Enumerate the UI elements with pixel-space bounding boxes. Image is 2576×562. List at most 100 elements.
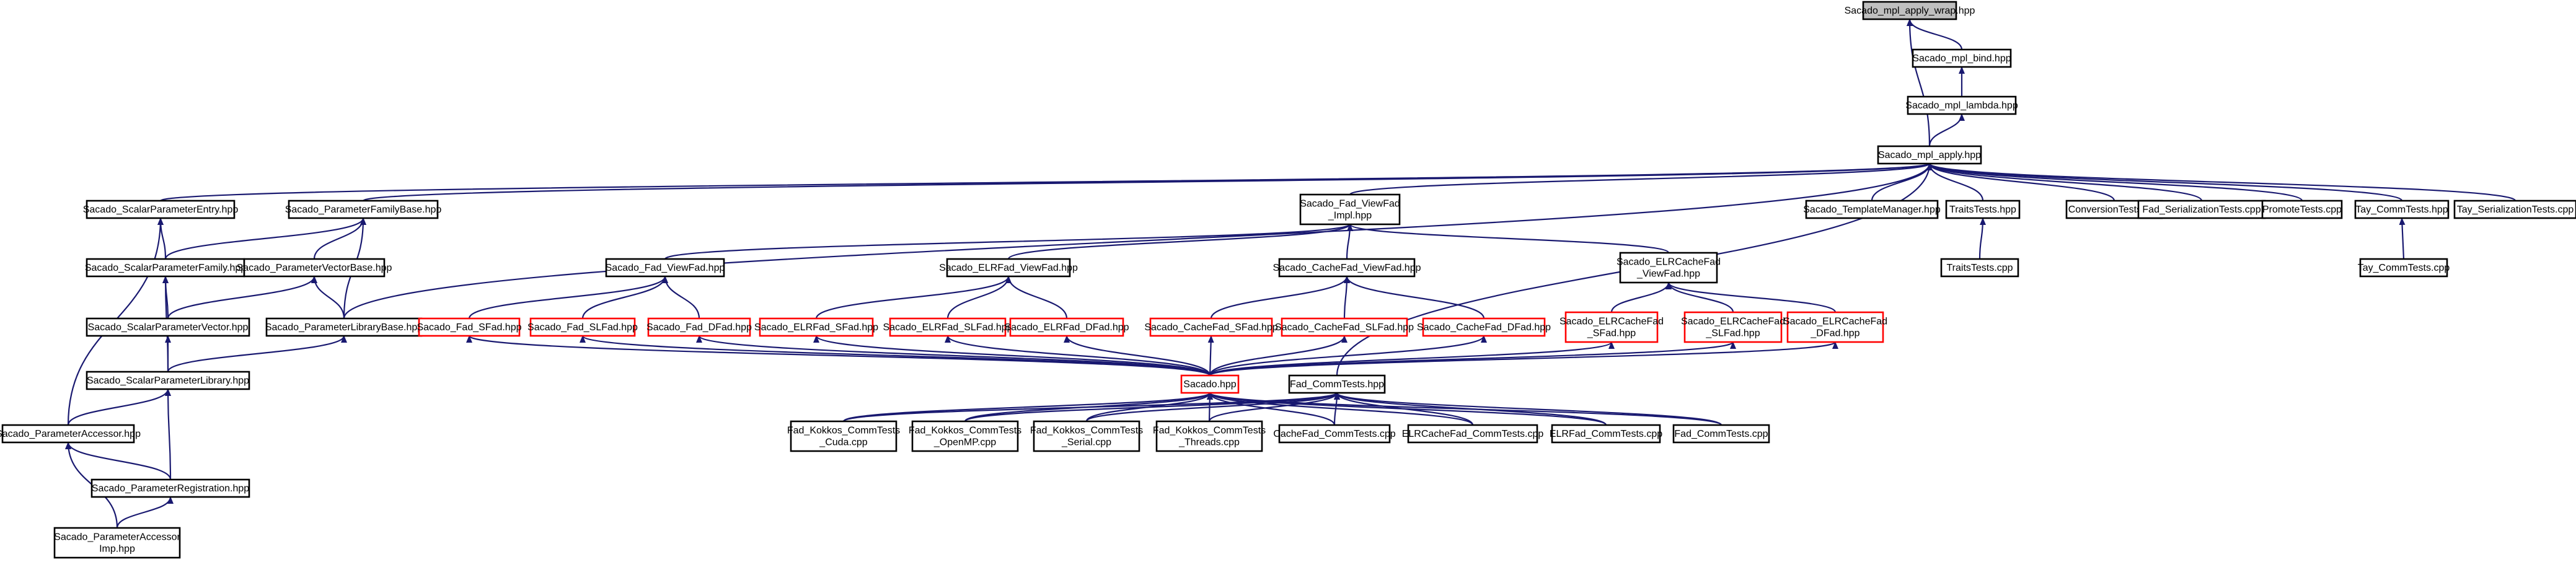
edge-cache-sfad-to-cache-viewfad — [1210, 276, 1350, 319]
node-promote[interactable]: PromoteTests.cpp — [2261, 200, 2343, 219]
node-label: _Serial.cpp — [1061, 437, 1111, 448]
node-param-registration[interactable]: Sacado_ParameterRegistration.hpp — [90, 478, 250, 498]
node-elrcache-slfad[interactable]: Sacado_ELRCacheFad_SLFad.hpp — [1681, 311, 1785, 343]
node-param-accessor[interactable]: Sacado_ParameterAccessor.hpp — [0, 424, 141, 444]
node-tay-serial[interactable]: Tay_SerializationTests.cpp — [2453, 200, 2576, 219]
node-box — [889, 317, 1007, 337]
node-box — [1033, 420, 1140, 452]
node-library-base[interactable]: Sacado_ParameterLibraryBase.hpp — [265, 317, 423, 337]
node-traits-hpp[interactable]: TraitsTests.hpp — [1945, 200, 2021, 219]
node-label: Sacado_ELRCacheFad — [1559, 317, 1664, 327]
node-elr-viewfad[interactable]: Sacado_ELRFad_ViewFad.hpp — [939, 258, 1078, 278]
node-kokkos-threads[interactable]: Fad_Kokkos_CommTests_Threads.cpp — [1153, 420, 1266, 452]
node-scalar-family[interactable]: Sacado_ScalarParameterFamily.hpp — [85, 258, 246, 278]
edge-fad-slfad-to-fad-viewfad — [581, 276, 668, 319]
edges-layer — [65, 19, 2516, 529]
node-label: Sacado_ELRCacheFad — [1681, 317, 1785, 327]
node-label: Sacado_Fad_DFad.hpp — [646, 322, 752, 333]
node-tay-comm-hpp[interactable]: Tay_CommTests.hpp — [2354, 200, 2450, 219]
node-label: Sacado_ParameterFamilyBase.hpp — [285, 204, 442, 215]
node-elrcachefad-comm[interactable]: ELRCacheFad_CommTests.cpp — [1402, 424, 1544, 444]
node-fad-comm-hpp[interactable]: Fad_CommTests.hpp — [1288, 374, 1386, 394]
node-box — [1683, 311, 1783, 343]
node-box — [946, 258, 1071, 278]
edge-sacado-hpp-to-cache-slfad — [1209, 335, 1348, 376]
node-label: Tay_CommTests.hpp — [2355, 204, 2448, 215]
node-fad-viewfad[interactable]: Sacado_Fad_ViewFad.hpp — [605, 258, 725, 278]
node-box — [86, 371, 250, 390]
node-viewfad-impl[interactable]: Sacado_Fad_ViewFad _Impl.hpp — [1299, 193, 1401, 226]
node-scalar-library[interactable]: Sacado_ScalarParameterLibrary.hpp — [86, 371, 250, 390]
edge-sacado-hpp-to-cache-sfad — [1207, 335, 1214, 376]
node-cache-viewfad[interactable]: Sacado_CacheFad_ViewFad.hpp — [1273, 258, 1421, 278]
node-label: Sacado_mpl_bind.hpp — [1912, 53, 2011, 64]
node-family-base[interactable]: Sacado_ParameterFamilyBase.hpp — [285, 200, 442, 219]
node-fad-slfad[interactable]: Sacado_Fad_SLFad.hpp — [527, 317, 638, 337]
node-vector-base[interactable]: Sacado_ParameterVectorBase.hpp — [237, 258, 392, 278]
node-cache-dfad[interactable]: Sacado_CacheFad_DFad.hpp — [1417, 317, 1551, 337]
node-label: Sacado_TemplateManager.hpp — [1803, 204, 1941, 215]
node-fad-sfad[interactable]: Sacado_Fad_SFad.hpp — [417, 317, 522, 337]
node-template-manager[interactable]: Sacado_TemplateManager.hpp — [1803, 200, 1941, 219]
edge-sacado-hpp-to-elrcache-slfad — [1209, 341, 1736, 377]
node-box — [1786, 311, 1884, 343]
edge-tay-serial-to-apply — [1926, 162, 2516, 202]
node-lambda[interactable]: Sacado_mpl_lambda.hpp — [1905, 95, 2018, 115]
node-box — [1155, 420, 1263, 452]
node-label: Sacado_mpl_apply_wrap.hpp — [1845, 6, 1975, 16]
node-elrfad-comm[interactable]: ELRFad_CommTests.cpp — [1550, 424, 1662, 444]
node-elr-sfad[interactable]: Sacado_ELRFad_SFad.hpp — [754, 317, 878, 337]
node-apply-wrap[interactable]: Sacado_mpl_apply_wrap.hpp — [1845, 1, 1975, 20]
edge-elr-slfad-to-elr-viewfad — [946, 276, 1012, 319]
node-kokkos-serial[interactable]: Fad_Kokkos_CommTests_Serial.cpp — [1030, 420, 1143, 452]
node-label: _Impl.hpp — [1328, 211, 1372, 221]
node-label: Sacado_ParameterAccessor.hpp — [0, 429, 141, 439]
node-box — [1278, 258, 1416, 278]
edge-cache-viewfad-to-viewfad-impl — [1346, 224, 1353, 260]
node-fad-dfad[interactable]: Sacado_Fad_DFad.hpp — [646, 317, 752, 337]
node-fad-serial[interactable]: Fad_SerializationTests.cpp — [2137, 200, 2266, 219]
node-box — [605, 258, 725, 278]
node-cache-slfad[interactable]: Sacado_CacheFad_SLFad.hpp — [1275, 317, 1414, 337]
edge-sacado-hpp-to-elrcache-dfad — [1209, 341, 1838, 377]
node-kokkos-openmp[interactable]: Fad_Kokkos_CommTests_OpenMP.cpp — [909, 420, 1021, 452]
node-label: Fad_Kokkos_CommTests — [909, 426, 1021, 436]
edge-sacado-hpp-to-cache-dfad — [1209, 335, 1487, 376]
node-box — [1945, 200, 2021, 219]
node-label: Sacado_Fad_SLFad.hpp — [527, 322, 638, 333]
node-label: Sacado_ScalarParameterLibrary.hpp — [87, 375, 249, 386]
node-scalar-vector[interactable]: Sacado_ScalarParameterVector.hpp — [86, 317, 250, 337]
node-apply[interactable]: Sacado_mpl_apply.hpp — [1877, 145, 1982, 165]
node-elrcache-sfad[interactable]: Sacado_ELRCacheFad_SFad.hpp — [1559, 311, 1664, 343]
edge-sacado-hpp-to-elr-sfad — [813, 335, 1211, 376]
edge-elr-viewfad-to-viewfad-impl — [1007, 223, 1353, 260]
node-traits-cpp[interactable]: TraitsTests.cpp — [1940, 258, 2019, 278]
node-cachefad-comm[interactable]: CacheFad_CommTests.cpp — [1273, 424, 1396, 444]
node-label: Sacado_Fad_ViewFad — [1300, 199, 1400, 209]
node-elrcache-dfad[interactable]: Sacado_ELRCacheFad_DFad.hpp — [1783, 311, 1887, 343]
node-label: Sacado_CacheFad_SFad.hpp — [1144, 322, 1277, 333]
node-cache-sfad[interactable]: Sacado_CacheFad_SFad.hpp — [1144, 317, 1278, 337]
node-elr-slfad[interactable]: Sacado_ELRFad_SLFad.hpp — [883, 317, 1013, 337]
edge-kokkos-openmp-to-fad-comm-hpp — [964, 392, 1340, 423]
node-tay-comm-cpp[interactable]: Tay_CommTests.cpp — [2358, 258, 2450, 278]
edge-apply-to-apply-wrap — [1907, 19, 1931, 147]
node-bind[interactable]: Sacado_mpl_bind.hpp — [1912, 48, 2012, 68]
node-elrcache-viewfad[interactable]: Sacado_ELRCacheFad_ViewFad.hpp — [1617, 252, 1721, 284]
node-label: _SLFad.hpp — [1705, 328, 1760, 339]
node-label: Fad_Kokkos_CommTests — [1153, 426, 1266, 436]
node-label: Sacado_ELRFad_SFad.hpp — [754, 322, 878, 333]
node-kokkos-cuda[interactable]: Fad_Kokkos_CommTests_Cuda.cpp — [787, 420, 900, 452]
node-box — [2354, 200, 2450, 219]
node-fad-comm-cpp[interactable]: Fad_CommTests.cpp — [1672, 424, 1770, 444]
node-sacado-hpp[interactable]: Sacado.hpp — [1180, 374, 1240, 394]
node-box — [86, 200, 236, 219]
node-elr-dfad[interactable]: Sacado_ELRFad_DFad.hpp — [1004, 317, 1129, 337]
node-box — [1672, 424, 1770, 444]
node-label: CacheFad_CommTests.cpp — [1273, 429, 1396, 439]
edge-elrcache-sfad-to-elrcache-viewfad — [1610, 282, 1672, 313]
node-label: Sacado_CacheFad_SLFad.hpp — [1275, 322, 1414, 333]
node-scalar-entry[interactable]: Sacado_ScalarParameterEntry.hpp — [83, 200, 239, 219]
